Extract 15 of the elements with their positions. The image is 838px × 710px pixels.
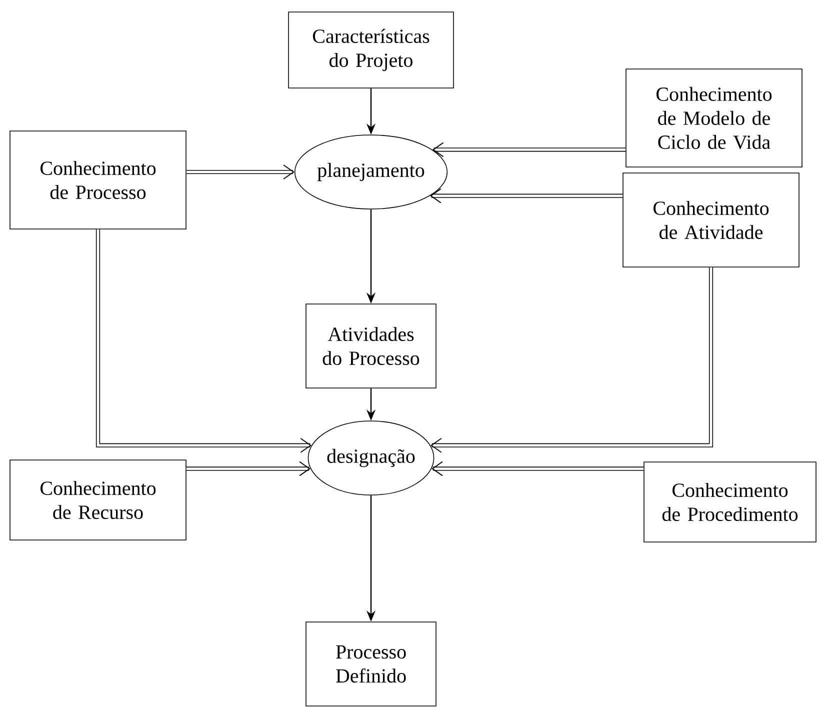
arrow xyxy=(186,164,294,180)
arrow xyxy=(96,229,312,453)
process-box: Conhecimento de Atividade xyxy=(622,172,800,268)
arrow xyxy=(430,188,623,204)
arrow xyxy=(432,461,644,476)
process-box: Conhecimento de Processo xyxy=(10,130,186,230)
arrow xyxy=(430,267,714,453)
arrow xyxy=(186,461,310,476)
process-box: Atividades do Processo xyxy=(306,304,436,388)
process-box: Processo Definido xyxy=(306,622,436,706)
arrow xyxy=(432,142,626,158)
process-box: Conhecimento de Procedimento xyxy=(644,462,816,542)
process-box: Conhecimento de Recurso xyxy=(10,460,186,540)
process-box: Características do Projeto xyxy=(288,12,454,88)
process-box: Conhecimento de Modelo de Ciclo de Vida xyxy=(626,68,802,168)
